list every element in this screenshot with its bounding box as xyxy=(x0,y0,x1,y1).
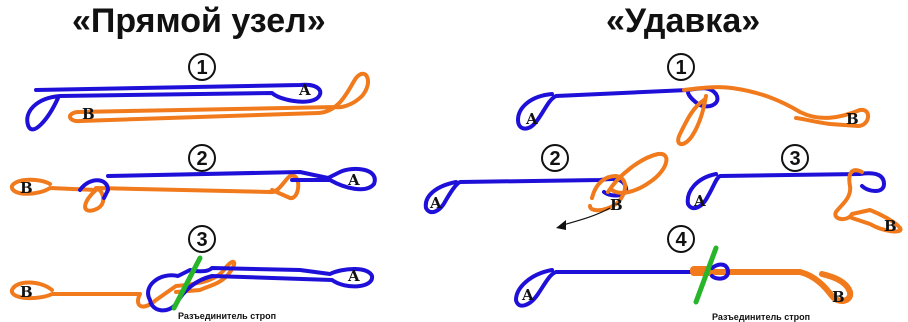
svg-text:3: 3 xyxy=(789,148,800,170)
strap-a xyxy=(514,266,714,308)
step-number-1-right: 1 xyxy=(667,53,695,81)
loop-label-a: A xyxy=(298,81,311,99)
pull-arrowhead xyxy=(556,220,566,230)
strap-b xyxy=(709,269,854,304)
strap-b xyxy=(68,71,371,124)
strap-separator-bar xyxy=(693,245,719,305)
loop-label-a: A xyxy=(429,194,442,212)
loop-label-b: B xyxy=(20,179,33,197)
left-step-2: 2 B A xyxy=(10,144,377,213)
strap-a-loop xyxy=(710,262,730,281)
loop-label-a: A xyxy=(693,192,706,210)
strap-b xyxy=(10,259,237,309)
strap-a xyxy=(423,177,629,215)
loop-label-b: B xyxy=(846,110,859,128)
svg-text:3: 3 xyxy=(196,229,207,251)
loop-label-a: A xyxy=(521,286,534,304)
strap-a xyxy=(685,171,886,211)
step-number-1-left: 1 xyxy=(188,53,216,81)
loop-label-b: B xyxy=(82,105,95,123)
step-number-2-right: 2 xyxy=(541,144,569,172)
title-square-knot: «Прямой узел» xyxy=(72,2,326,40)
strap-separator-bar xyxy=(171,255,203,311)
right-step-3: 3 A B xyxy=(685,144,903,235)
right-step-2: 2 A B xyxy=(423,144,669,230)
step-number-3-right: 3 xyxy=(781,144,809,172)
strap-b xyxy=(676,85,870,146)
strap-a xyxy=(25,82,323,132)
loop-label-b: B xyxy=(610,196,623,214)
loop-label-b: B xyxy=(20,283,33,301)
step-number-4-right: 4 xyxy=(667,225,695,253)
strap-b xyxy=(10,173,301,213)
loop-label-a: A xyxy=(347,171,360,189)
svg-text:2: 2 xyxy=(196,148,207,170)
title-noose: «Удавка» xyxy=(606,2,761,40)
left-step-3: 3 B A Разъединитель строп xyxy=(10,225,374,321)
strap-b xyxy=(588,151,669,213)
left-step-1: 1 A B xyxy=(25,53,371,132)
loop-label-b: B xyxy=(832,288,845,306)
loop-label-a: A xyxy=(347,267,360,285)
svg-text:1: 1 xyxy=(675,57,686,79)
right-step-4: 4 A B Разъединитель строп xyxy=(514,225,854,322)
separator-caption: Разъединитель строп xyxy=(178,311,276,321)
right-step-1: 1 A B xyxy=(516,53,870,146)
step-number-2-left: 2 xyxy=(188,144,216,172)
separator-caption: Разъединитель строп xyxy=(712,312,810,322)
loop-label-a: A xyxy=(525,110,538,128)
step-number-3-left: 3 xyxy=(188,225,216,253)
svg-text:4: 4 xyxy=(675,229,687,251)
svg-text:1: 1 xyxy=(196,57,207,79)
strap-b xyxy=(833,168,903,234)
strap-a xyxy=(78,166,377,200)
loop-label-b: B xyxy=(884,217,897,235)
svg-text:2: 2 xyxy=(549,148,560,170)
